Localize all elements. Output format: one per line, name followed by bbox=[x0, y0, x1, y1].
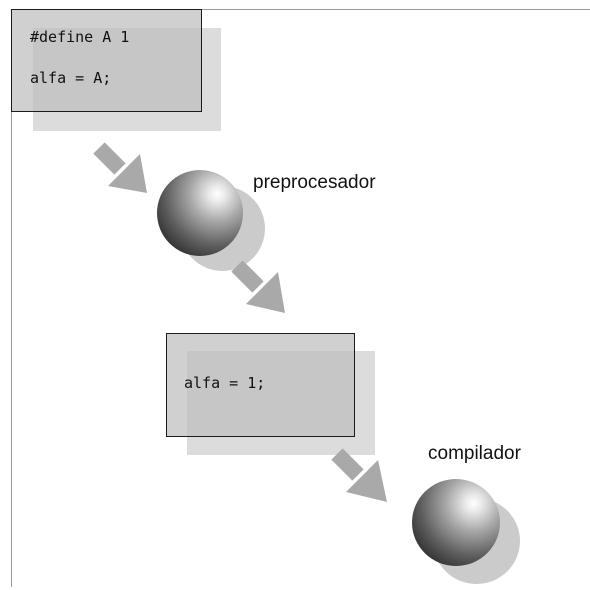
frame-top-border bbox=[11, 9, 590, 10]
source-line-assignment: alfa = A; bbox=[30, 69, 112, 87]
preprocessor-label: preprocesador bbox=[253, 172, 376, 193]
compiler-sphere-icon bbox=[412, 479, 500, 566]
source-code-box: #define A 1 alfa = A; bbox=[11, 9, 202, 112]
output-code-box: alfa = 1; bbox=[166, 333, 355, 437]
output-line-assignment: alfa = 1; bbox=[184, 374, 266, 392]
source-line-define: #define A 1 bbox=[30, 28, 130, 46]
frame-left-border bbox=[11, 9, 12, 587]
compiler-label: compilador bbox=[428, 443, 521, 464]
preprocessor-sphere-icon bbox=[157, 170, 243, 256]
